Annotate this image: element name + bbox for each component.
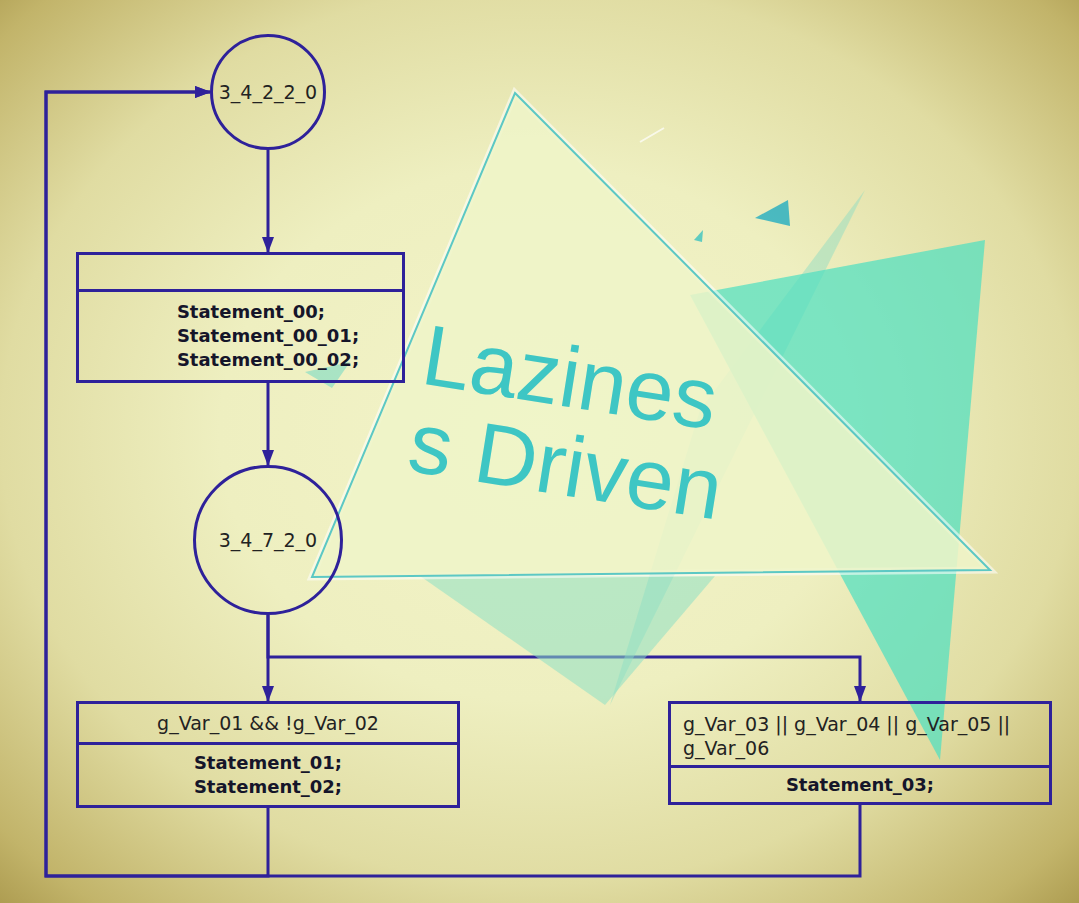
title-triangle: Lazines s Driven <box>300 80 1000 590</box>
box-body: Statement_01; Statement_02; <box>79 745 457 805</box>
state-circle: 3_4_2_2_0 <box>210 34 326 150</box>
connector <box>267 383 270 465</box>
condition-box: g_Var_03 || g_Var_04 || g_Var_05 || g_Va… <box>668 701 1052 805</box>
title-text: Lazines s Driven <box>403 310 756 535</box>
circle-outline <box>195 467 342 614</box>
condition-text: g_Var_01 && !g_Var_02 <box>87 711 449 735</box>
triangle-outline <box>312 93 990 577</box>
box-header <box>79 255 402 292</box>
triangle-text-holder: Lazines s Driven <box>415 335 745 511</box>
statement-text: Statement_03; <box>786 773 934 797</box>
box-body: Statement_03; <box>671 768 1049 802</box>
box-body: Statement_00; Statement_00_01; Statement… <box>79 292 402 380</box>
box-header: g_Var_03 || g_Var_04 || g_Var_05 || g_Va… <box>671 704 1049 768</box>
connector <box>267 150 270 252</box>
statement-text: Statement_01; Statement_02; <box>194 751 342 799</box>
condition-text: g_Var_03 || g_Var_04 || g_Var_05 || g_Va… <box>683 712 1041 760</box>
state-circle: 3_4_7_2_0 <box>193 465 343 615</box>
box-header: g_Var_01 && !g_Var_02 <box>79 704 457 745</box>
decor-triangle <box>755 200 790 226</box>
decor-line <box>640 128 664 142</box>
circle-outline <box>212 36 325 149</box>
condition-box: g_Var_01 && !g_Var_02Statement_01; State… <box>76 701 460 808</box>
state-label: 3_4_2_2_0 <box>219 80 317 104</box>
state-label: 3_4_7_2_0 <box>219 528 317 552</box>
action-box: Statement_00; Statement_00_01; Statement… <box>76 252 405 383</box>
triangle-glow <box>312 93 990 577</box>
decor-triangle <box>694 230 703 242</box>
decor-triangle <box>420 576 715 705</box>
statement-text: Statement_00; Statement_00_01; Statement… <box>177 300 359 372</box>
